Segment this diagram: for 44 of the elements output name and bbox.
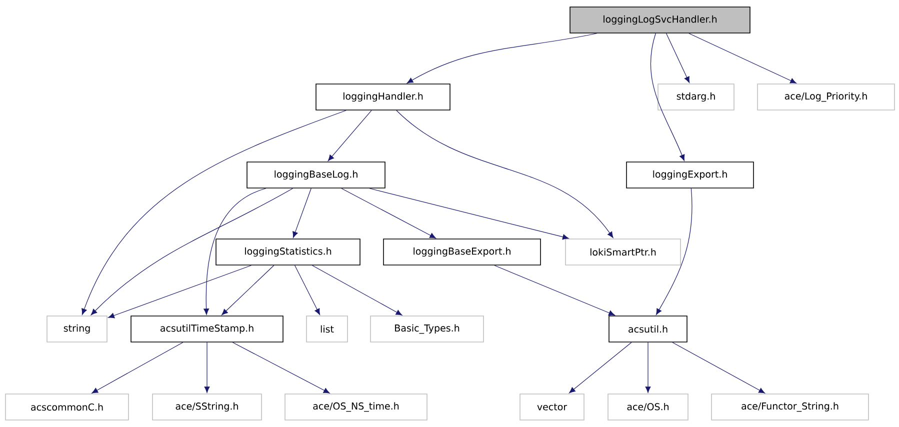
arrow	[328, 110, 372, 162]
arrow	[666, 33, 690, 83]
arrow	[82, 110, 346, 315]
file-box: string	[46, 316, 108, 342]
file-box: stdarg.h	[658, 84, 734, 110]
arrow	[292, 188, 312, 238]
arrow	[312, 265, 402, 316]
file-box: loggingBaseExport.h	[383, 238, 541, 266]
file-box: loggingExport.h	[626, 162, 754, 188]
file-box: list	[306, 316, 348, 342]
file-box: loggingStatistics.h	[216, 238, 360, 266]
file-box: ace/OS.h	[608, 394, 688, 420]
arrow	[204, 342, 210, 393]
arrow	[92, 342, 184, 394]
arrow	[341, 188, 436, 238]
arrow	[650, 33, 685, 161]
arrow	[406, 33, 598, 84]
arrow	[672, 342, 765, 394]
arrow	[204, 188, 266, 315]
file-box: ace/Log_Priority.h	[757, 84, 895, 110]
arrow	[232, 342, 330, 394]
file-box: ace/OS_NS_time.h	[284, 394, 428, 420]
file-box: acsutilTimeStamp.h	[130, 316, 284, 342]
file-box: vector	[520, 394, 584, 420]
arrow	[396, 110, 614, 238]
file-box: acscommonC.h	[5, 394, 129, 420]
arrow	[656, 188, 692, 315]
arrow	[222, 265, 274, 316]
arrow	[369, 188, 569, 240]
file-box: Basic_Types.h	[370, 316, 484, 342]
arrow	[569, 342, 632, 394]
arrow	[108, 265, 252, 318]
arrow	[90, 188, 294, 316]
file-box: acsutil.h	[608, 316, 688, 342]
file-box: ace/SString.h	[152, 394, 262, 420]
file-box: lokiSmartPtr.h	[565, 238, 681, 266]
arrow	[645, 342, 651, 393]
file-box: ace/Functor_String.h	[711, 394, 869, 420]
arrow	[688, 33, 796, 84]
arrow	[294, 265, 320, 315]
file-box: loggingHandler.h	[316, 84, 450, 110]
arrow	[494, 265, 615, 316]
file-box: loggingLogSvcHandler.h	[570, 6, 750, 34]
file-box: loggingBaseLog.h	[246, 162, 386, 188]
